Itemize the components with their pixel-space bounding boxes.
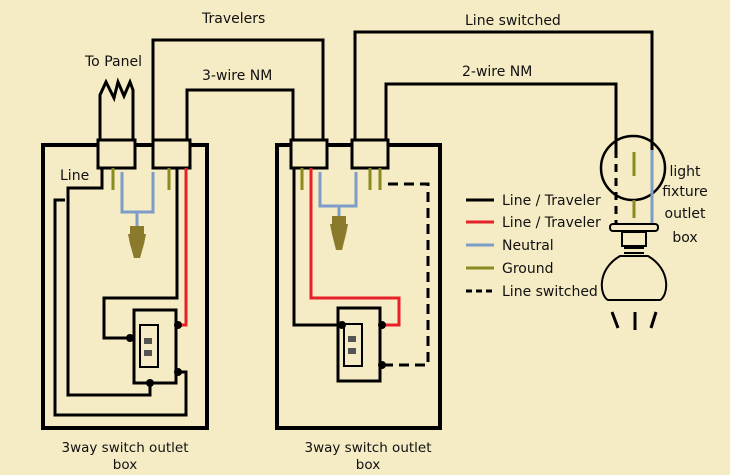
- label-fixture-4: box: [672, 230, 697, 246]
- light-bulb-icon: [600, 223, 668, 330]
- box2-wiring: [292, 168, 430, 367]
- cable-line-switched: [353, 30, 654, 150]
- label-line-switched: Line switched: [465, 13, 561, 29]
- cable-3wire-nm: [185, 88, 295, 140]
- legend: Line / Traveler Line / Traveler Neutral …: [466, 193, 601, 300]
- label-box1-line2: box: [113, 457, 137, 473]
- legend-label: Line switched: [502, 284, 598, 300]
- box2-connector-left: [289, 138, 329, 170]
- label-travelers: Travelers: [201, 11, 265, 27]
- box2-wirenut: [330, 216, 348, 250]
- box1-wiring: [53, 168, 188, 417]
- legend-item-neutral: Neutral: [466, 238, 554, 254]
- legend-label: Line / Traveler: [502, 215, 601, 231]
- legend-item-ground: Ground: [466, 261, 554, 277]
- legend-item-line-switched: Line switched: [466, 284, 598, 300]
- legend-label: Ground: [502, 261, 554, 277]
- label-fixture-1: light: [669, 164, 701, 180]
- fixture-box: [599, 134, 667, 225]
- panel-cable: [98, 77, 135, 168]
- label-fixture-2: fixture: [662, 184, 708, 200]
- label-fixture-3: outlet: [665, 206, 706, 222]
- box2-switch: [336, 306, 386, 383]
- box1-connector-right: [151, 138, 192, 170]
- legend-label: Line / Traveler: [502, 193, 601, 209]
- box2-connector-right: [350, 138, 390, 170]
- box1-wirenut: [128, 226, 146, 258]
- box1-switch: [126, 308, 182, 387]
- box1-connector-left: [96, 138, 137, 170]
- label-3wire-nm: 3-wire NM: [202, 68, 272, 84]
- cable-travelers: [151, 38, 325, 168]
- legend-item-line-traveler-black: Line / Traveler: [466, 193, 601, 209]
- legend-item-line-traveler-red: Line / Traveler: [466, 215, 601, 231]
- cable-2wire-nm: [384, 82, 618, 150]
- label-to-panel: To Panel: [84, 54, 142, 70]
- label-line: Line: [60, 168, 89, 184]
- label-box2-line1: 3way switch outlet: [304, 440, 431, 456]
- label-box2-line2: box: [356, 457, 380, 473]
- label-2wire-nm: 2-wire NM: [462, 64, 532, 80]
- label-box1-line1: 3way switch outlet: [61, 440, 188, 456]
- legend-label: Neutral: [502, 238, 554, 254]
